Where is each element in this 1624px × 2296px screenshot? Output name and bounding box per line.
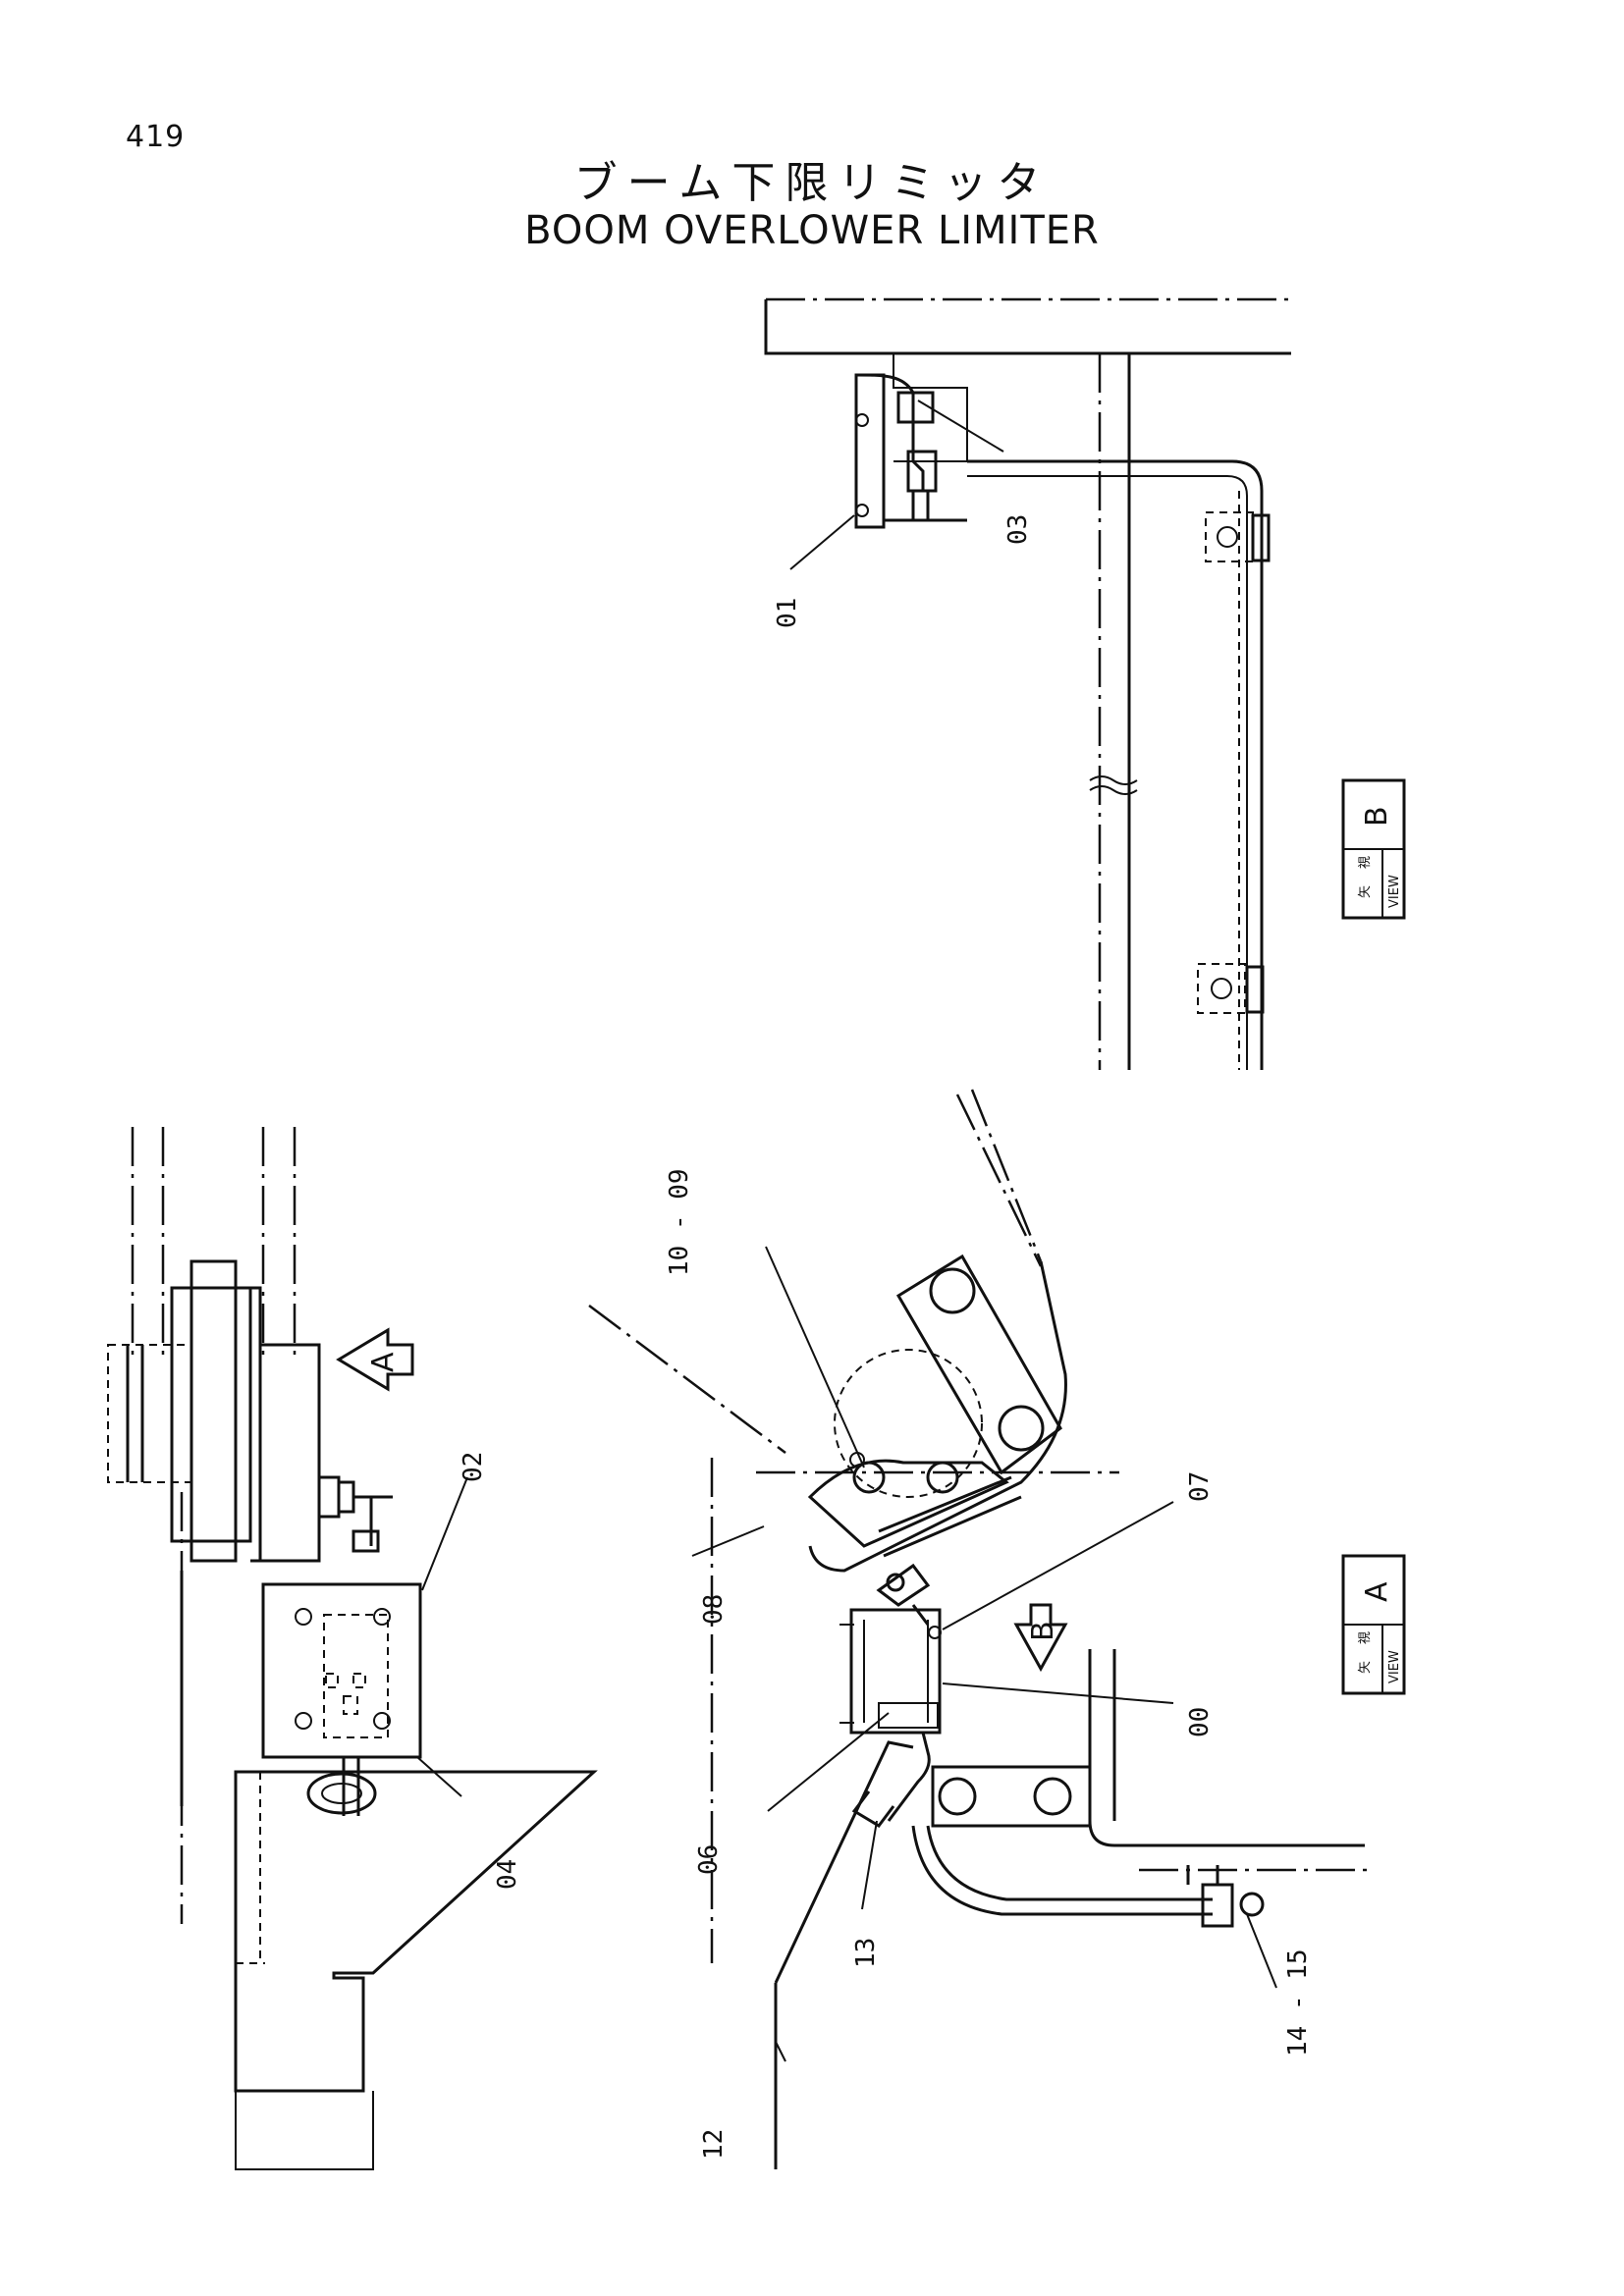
label-08: 08: [699, 1594, 729, 1625]
part-labels: 01 03 02 04 10 - 09 08 07 00 06 13 12 14…: [459, 514, 1313, 2160]
view-a-drawing: [588, 1089, 1370, 2169]
label-09-10: 10 - 09: [665, 1168, 694, 1276]
view-b-word: VIEW: [1387, 875, 1402, 908]
view-b-box: 矢 視 VIEW B: [1341, 778, 1406, 920]
view-b-kanji-top: 矢: [1358, 885, 1373, 898]
label-04: 04: [493, 1859, 522, 1890]
leader-lines: [416, 400, 1277, 2062]
label-06: 06: [694, 1844, 724, 1875]
view-a-box: 矢 視 VIEW A: [1341, 1554, 1406, 1695]
arrow-b-letter: B: [1026, 1621, 1060, 1641]
view-a-word: VIEW: [1387, 1650, 1402, 1683]
label-00: 00: [1185, 1707, 1215, 1737]
view-b-drawing: [764, 297, 1291, 1070]
label-13: 13: [851, 1938, 881, 1968]
label-03: 03: [1003, 514, 1033, 545]
label-14-15: 14 - 15: [1283, 1949, 1313, 2056]
view-a-letter: A: [1360, 1581, 1394, 1602]
view-b-kanji-bottom: 視: [1358, 856, 1373, 869]
label-01: 01: [773, 598, 802, 628]
title-english: BOOM OVERLOWER LIMITER: [524, 208, 1100, 253]
label-12: 12: [699, 2129, 729, 2160]
title-japanese: ブーム下限リミッタ: [573, 158, 1051, 208]
arrow-a-letter: A: [366, 1352, 401, 1372]
view-b-letter: B: [1360, 806, 1394, 827]
label-02: 02: [459, 1452, 488, 1482]
label-07: 07: [1185, 1471, 1215, 1502]
side-view-drawing: [107, 1127, 598, 2170]
page-number: 419: [126, 120, 186, 154]
view-a-kanji-bottom: 視: [1358, 1631, 1373, 1644]
view-a-kanji-top: 矢: [1358, 1661, 1373, 1674]
